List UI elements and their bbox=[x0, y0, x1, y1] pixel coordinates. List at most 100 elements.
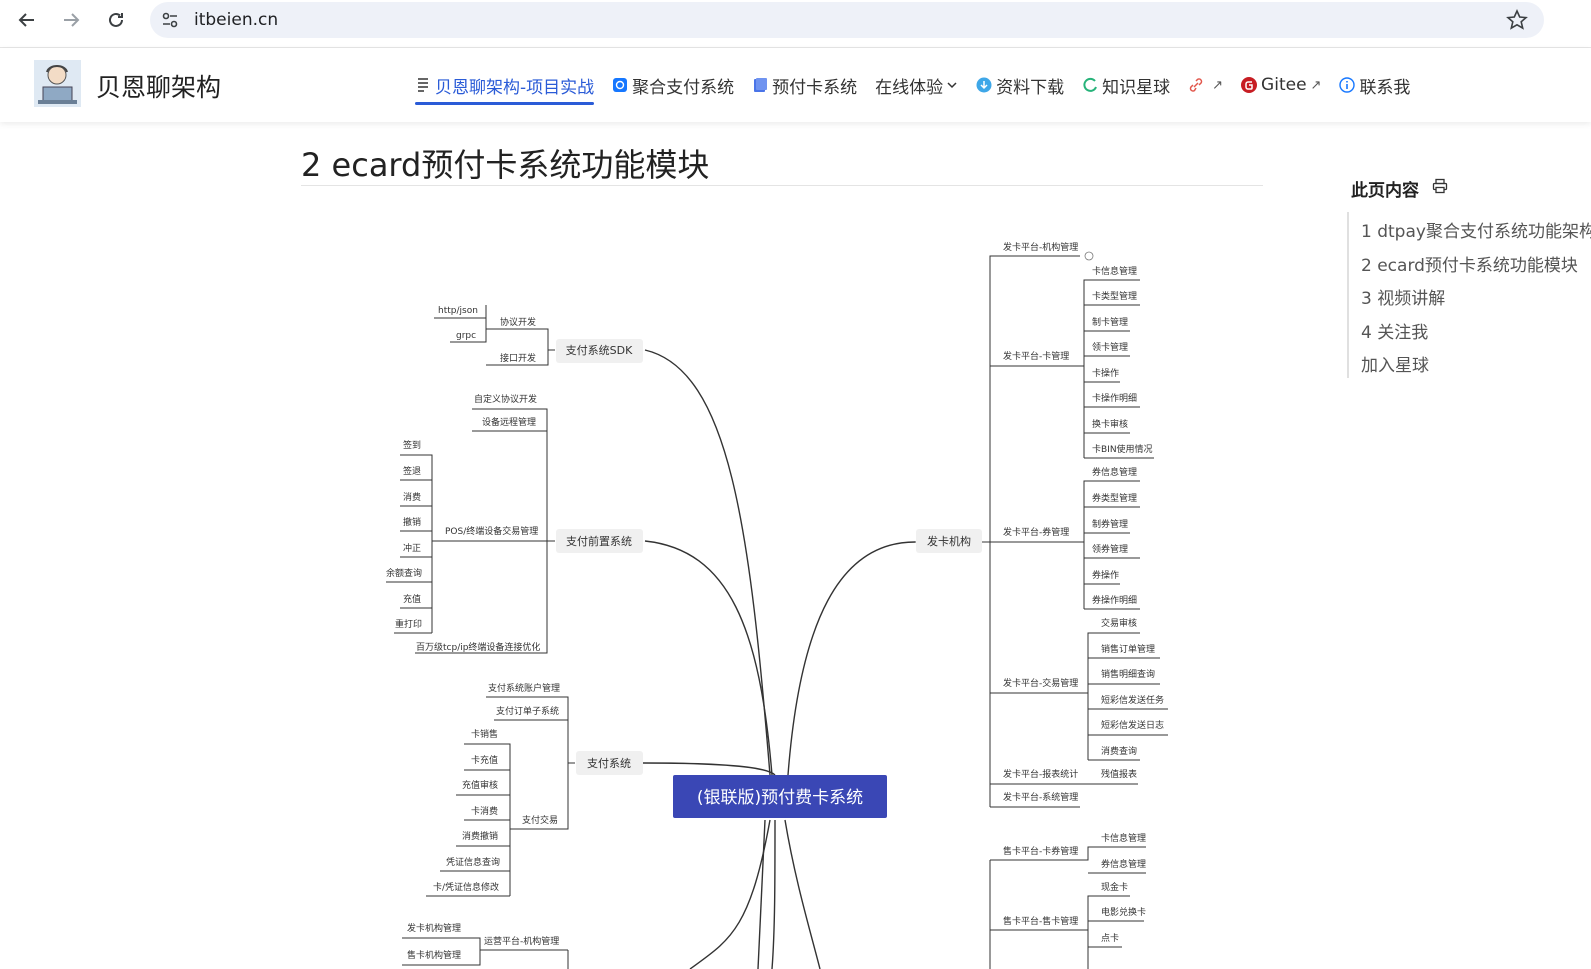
node-text: 卡/凭证信息修改 bbox=[433, 881, 499, 893]
node-text: 卡消费 bbox=[471, 805, 498, 817]
link-icon bbox=[1189, 78, 1203, 92]
node-text: 卡信息管理 bbox=[1092, 265, 1137, 277]
back-button[interactable] bbox=[13, 6, 41, 34]
node-text: grpc bbox=[456, 331, 476, 341]
main-nav: 贝恩聊架构-项目实战 聚合支付系统 预付卡系统 在线体验 资料下载 知识星球 ↗ bbox=[415, 48, 1428, 122]
reload-button[interactable] bbox=[102, 6, 130, 34]
toc-item[interactable]: 2 ecard预付卡系统功能模块 bbox=[1361, 256, 1578, 276]
node-text: 卡BIN使用情况 bbox=[1092, 443, 1153, 455]
node-text: 支付订单子系统 bbox=[496, 705, 559, 717]
chevron-down-icon bbox=[947, 82, 957, 89]
node-text: 签到 bbox=[403, 439, 421, 451]
document-icon bbox=[418, 78, 428, 92]
nav-prepaid-card[interactable]: 预付卡系统 bbox=[752, 48, 857, 122]
book-icon bbox=[754, 78, 768, 92]
address-bar[interactable]: itbeien.cn bbox=[150, 2, 1544, 38]
node-text: 消费 bbox=[403, 491, 421, 503]
node-root-label: (银联版)预付费卡系统 bbox=[697, 788, 863, 808]
bookmark-star-icon[interactable] bbox=[1506, 9, 1528, 31]
node-text: 短彩信发送任务 bbox=[1101, 694, 1164, 706]
cloud-download-icon bbox=[976, 77, 992, 93]
node-text: 售卡机构管理 bbox=[407, 949, 461, 961]
node-text: 接口开发 bbox=[500, 352, 536, 364]
url-text[interactable]: itbeien.cn bbox=[194, 10, 279, 30]
nav-label: 联系我 bbox=[1359, 77, 1411, 98]
node-text: 发卡平台-交易管理 bbox=[1003, 677, 1078, 689]
mindmap-diagram: 支付系统SDK 支付前置系统 支付系统 协议开发 接口开发 http/json … bbox=[386, 241, 1168, 969]
nav-contact[interactable]: 联系我 bbox=[1339, 48, 1410, 122]
site-header: 贝恩聊架构 贝恩聊架构-项目实战 聚合支付系统 预付卡系统 在线体验 资料下载 … bbox=[0, 48, 1591, 122]
avatar-logo[interactable] bbox=[34, 60, 81, 107]
node-text: 现金卡 bbox=[1101, 881, 1128, 893]
node-text: 券类型管理 bbox=[1092, 492, 1137, 504]
external-arrow-icon: ↗ bbox=[1310, 77, 1322, 93]
node-text: 销售明细查询 bbox=[1101, 668, 1155, 680]
nav-label: 贝恩聊架构-项目实战 bbox=[435, 77, 595, 98]
nav-aggregate-payment[interactable]: 聚合支付系统 bbox=[612, 48, 734, 122]
node-text: 支付交易 bbox=[522, 814, 558, 826]
node-pay bbox=[576, 751, 643, 775]
nav-external-link[interactable]: ↗ bbox=[1188, 48, 1223, 122]
node-text: 发卡平台-机构管理 bbox=[1003, 241, 1078, 253]
node-text: 点卡 bbox=[1101, 932, 1119, 944]
node-text: 充值审核 bbox=[462, 779, 498, 791]
nav-label: 知识星球 bbox=[1102, 77, 1171, 98]
site-brand[interactable]: 贝恩聊架构 bbox=[96, 73, 222, 102]
nav-label: 预付卡系统 bbox=[772, 77, 858, 98]
node-text: 券操作 bbox=[1092, 569, 1119, 581]
node-text: 支付系统账户管理 bbox=[488, 682, 560, 694]
node-text: 券信息管理 bbox=[1092, 466, 1137, 478]
node-text: 券信息管理 bbox=[1101, 858, 1146, 870]
site-settings-icon[interactable] bbox=[158, 8, 182, 32]
node-text: 发卡平台-券管理 bbox=[1003, 526, 1069, 538]
toc-item[interactable]: 4 关注我 bbox=[1361, 323, 1429, 343]
mindmap-branches bbox=[386, 255, 1168, 969]
node-text: 发卡平台-系统管理 bbox=[1003, 791, 1078, 803]
node-text: 发卡机构管理 bbox=[407, 922, 461, 934]
node-text: http/json bbox=[438, 306, 478, 316]
browser-toolbar: itbeien.cn bbox=[0, 0, 1591, 48]
toc-item[interactable]: 加入星球 bbox=[1361, 356, 1429, 376]
nav-project-practice[interactable]: 贝恩聊架构-项目实战 bbox=[415, 48, 595, 122]
payment-icon bbox=[613, 78, 628, 92]
toc-item[interactable]: 3 视频讲解 bbox=[1361, 289, 1446, 309]
node-text: 百万级tcp/ip终端设备连接优化 bbox=[416, 641, 540, 653]
node-text: 交易审核 bbox=[1101, 617, 1137, 629]
help-circle-icon bbox=[1084, 251, 1094, 261]
toc-item[interactable]: 1 dtpay聚合支付系统功能架构 bbox=[1361, 222, 1591, 242]
nav-gitee[interactable]: Gitee ↗ bbox=[1241, 48, 1321, 122]
node-text: 售卡平台-售卡管理 bbox=[1003, 915, 1078, 927]
node-text: 卡信息管理 bbox=[1101, 832, 1146, 844]
planet-icon bbox=[1083, 77, 1098, 92]
node-text: 撤销 bbox=[403, 516, 421, 528]
print-icon[interactable] bbox=[1432, 178, 1448, 194]
node-text: 卡销售 bbox=[471, 728, 498, 740]
toc-title: 此页内容 bbox=[1351, 181, 1419, 201]
node-text: 卡操作明细 bbox=[1092, 392, 1137, 404]
node-text: 卡类型管理 bbox=[1092, 290, 1137, 302]
node-text: 残值报表 bbox=[1101, 768, 1137, 780]
node-text: 凭证信息查询 bbox=[446, 856, 500, 868]
nav-download[interactable]: 资料下载 bbox=[976, 48, 1064, 122]
node-text: 短彩信发送日志 bbox=[1101, 719, 1164, 731]
node-pay-label: 支付系统 bbox=[587, 757, 631, 770]
node-text: 售卡平台-卡券管理 bbox=[1003, 845, 1078, 857]
node-text: 运营平台-机构管理 bbox=[484, 935, 559, 947]
node-text: 发卡平台-报表统计 bbox=[1003, 768, 1078, 780]
node-text: 冲正 bbox=[403, 542, 421, 554]
forward-button[interactable] bbox=[57, 6, 85, 34]
node-text: 制卡管理 bbox=[1092, 316, 1128, 328]
node-text: 制券管理 bbox=[1092, 518, 1128, 530]
nav-online-demo[interactable]: 在线体验 bbox=[875, 48, 958, 122]
node-text: 卡充值 bbox=[471, 754, 498, 766]
node-text: 充值 bbox=[403, 593, 421, 605]
node-text: 消费撤销 bbox=[462, 830, 498, 842]
node-text: 发卡平台-卡管理 bbox=[1003, 350, 1069, 362]
external-arrow-icon: ↗ bbox=[1212, 77, 1224, 93]
node-text: 设备远程管理 bbox=[482, 416, 536, 428]
nav-knowledge-planet[interactable]: 知识星球 bbox=[1082, 48, 1170, 122]
nav-label: 资料下载 bbox=[996, 77, 1065, 98]
toc-list: 1 dtpay聚合支付系统功能架构 2 ecard预付卡系统功能模块 3 视频讲… bbox=[1347, 212, 1591, 378]
info-icon bbox=[1339, 77, 1356, 93]
node-text: 销售订单管理 bbox=[1101, 643, 1155, 655]
